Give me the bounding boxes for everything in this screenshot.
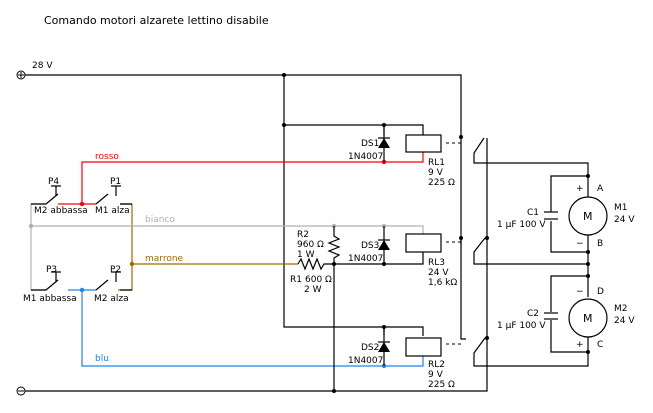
capacitor-ref: C1 — [527, 208, 539, 218]
relay-ref: RL3 — [428, 258, 445, 268]
switch-p4[interactable]: P4 M2 abbassa — [31, 177, 88, 216]
diode-ref: DS3 — [361, 241, 379, 251]
switch-desc: M1 alza — [95, 206, 130, 216]
relay-voltage: 9 V — [428, 168, 444, 178]
switch-ref: P2 — [110, 265, 121, 275]
resistor-ref: R1 — [290, 275, 302, 285]
diode-part: 1N4007 — [348, 254, 383, 264]
contact-rl1 — [473, 137, 589, 176]
switch-ref: P1 — [110, 177, 121, 187]
resistor-value: 960 Ω — [297, 240, 324, 250]
resistor-ref: R2 — [297, 230, 309, 240]
motor-voltage: 24 V — [614, 316, 635, 326]
diode-ds2: DS2 1N4007 — [348, 327, 390, 366]
contact-rl3 — [473, 237, 588, 265]
motor-ref: M2 — [614, 304, 628, 314]
motor-ref: M1 — [614, 203, 628, 213]
relay-resistance: 225 Ω — [428, 178, 455, 188]
capacitor-c1: C1 1 µF 100 V — [497, 208, 558, 230]
motor-m1: M + A − B M1 24 V — [550, 174, 635, 276]
motor-symbol: M — [583, 312, 593, 325]
resistor-value: 600 Ω — [305, 275, 332, 285]
motor-pin: C — [597, 340, 603, 350]
switch-ref: P3 — [46, 265, 57, 275]
diode-part: 1N4007 — [348, 152, 383, 162]
switch-block: P4 M2 abbassa P1 M1 alza P3 M1 abbassa P… — [23, 177, 133, 304]
motor-minus: − — [576, 287, 584, 297]
diagram-title: Comando motori alzarete lettino disabile — [44, 14, 269, 27]
switch-p3[interactable]: P3 M1 abbassa — [23, 265, 77, 304]
switch-desc: M2 alza — [94, 294, 129, 304]
diode-ds3: DS3 1N4007 — [348, 226, 390, 264]
relay-rl2: RL2 9 V 225 Ω — [405, 337, 461, 390]
capacitor-ref: C2 — [527, 309, 539, 319]
wire-blue: blu — [79, 287, 424, 369]
motor-m2: M − D + C M2 24 V — [550, 275, 635, 354]
resistor-r1: R1 600 Ω 2 W — [290, 257, 334, 295]
wire-label-bianco: bianco — [145, 215, 175, 225]
relay-rl3: RL3 24 V 1,6 kΩ — [405, 233, 461, 288]
capacitor-value: 1 µF 100 V — [497, 321, 546, 331]
switch-ref: P4 — [48, 177, 59, 187]
motor-plus: + — [576, 340, 584, 350]
switch-desc: M2 abbassa — [34, 206, 88, 216]
relay-ref: RL1 — [428, 158, 445, 168]
relay-resistance: 225 Ω — [428, 380, 455, 390]
positive-rail: 28 V — [16, 61, 462, 245]
relay-ref: RL2 — [428, 360, 445, 370]
switch-desc: M1 abbassa — [23, 294, 77, 304]
relay-voltage: 24 V — [428, 268, 449, 278]
wire-gray: bianco — [28, 215, 424, 234]
motor-pin: B — [597, 239, 603, 249]
relay-rl1: RL1 9 V 225 Ω — [405, 134, 461, 188]
diode-ref: DS1 — [361, 139, 379, 149]
wire-label-blu: blu — [95, 354, 109, 364]
capacitor-c2: C2 1 µF 100 V — [497, 309, 558, 331]
motor-pin: D — [597, 287, 604, 297]
switch-p1[interactable]: P1 M1 alza — [95, 177, 132, 216]
relay-voltage: 9 V — [428, 370, 444, 380]
motor-plus: + — [576, 184, 584, 194]
motor-minus: − — [576, 239, 584, 249]
capacitor-value: 1 µF 100 V — [497, 220, 546, 230]
wire-label-marrone: marrone — [145, 254, 184, 264]
switch-p2[interactable]: P2 M2 alza — [94, 265, 132, 304]
wire-brown: marrone — [129, 254, 298, 267]
resistor-power: 1 W — [297, 250, 315, 260]
supply-voltage-label: 28 V — [32, 61, 53, 71]
wire-label-rosso: rosso — [95, 152, 119, 162]
motor-voltage: 24 V — [614, 215, 635, 225]
negative-rail — [16, 386, 334, 396]
contact-rl2 — [473, 337, 589, 367]
motor-pin: A — [597, 184, 604, 194]
diode-ref: DS2 — [361, 343, 379, 353]
diode-part: 1N4007 — [348, 356, 383, 366]
resistor-r2: R2 960 Ω 1 W — [297, 226, 341, 264]
relay-resistance: 1,6 kΩ — [428, 278, 457, 288]
resistor-power: 2 W — [304, 285, 322, 295]
wire-red: rosso — [79, 152, 424, 207]
motor-symbol: M — [583, 210, 593, 223]
diode-ds1: DS1 1N4007 — [348, 125, 390, 162]
